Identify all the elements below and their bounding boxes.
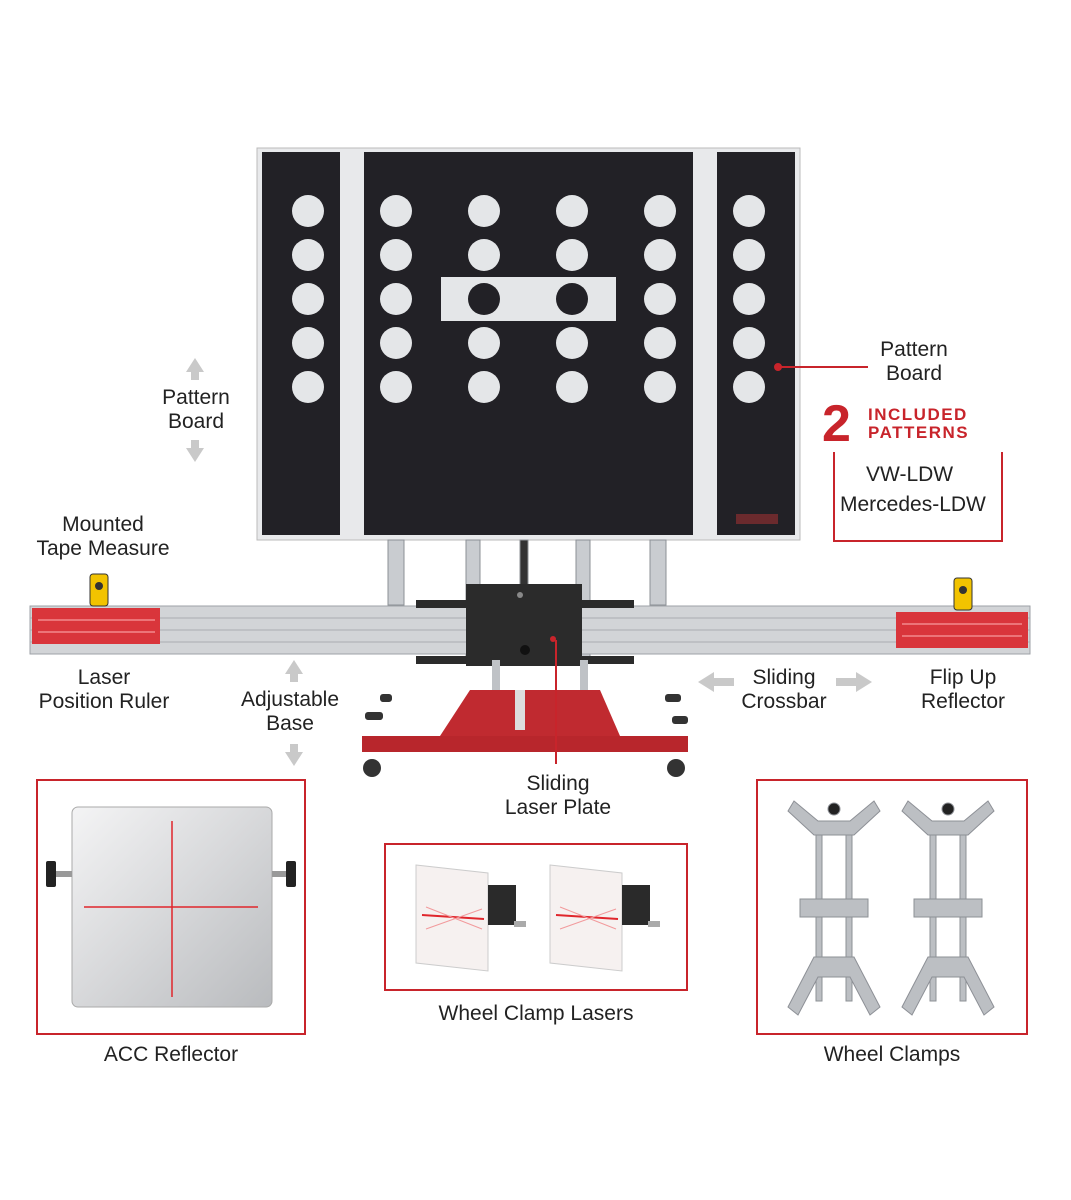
label-flip-up-reflector: Flip Up Reflector <box>908 666 1018 714</box>
label-laser-position-ruler: Laser Position Ruler <box>22 666 186 714</box>
label-line: Crossbar <box>741 690 827 713</box>
label-line: Board <box>167 410 225 433</box>
label-line: Reflector <box>920 690 1006 713</box>
crossbar-slide-arrows <box>698 672 872 692</box>
acc-reflector-caption: ACC Reflector <box>103 1043 239 1066</box>
label-line: Adjustable <box>240 688 340 711</box>
wheel-clamp-lasers-panel <box>384 843 688 991</box>
label-line: Laser Plate <box>504 796 612 819</box>
base-height-arrow <box>285 660 303 766</box>
label-pattern-board-right: Pattern Board <box>866 338 962 386</box>
wheel-clamp-right <box>901 800 995 1016</box>
pattern-board-height-arrow <box>186 358 204 462</box>
sliding-laser-plate <box>466 584 582 666</box>
label-line: Base <box>266 712 314 735</box>
adas-calibration-stand <box>29 147 1031 777</box>
label-line: Sliding <box>752 666 816 689</box>
label-sliding-crossbar: Sliding Crossbar <box>730 666 838 714</box>
wheel-clamp-left <box>787 800 881 1016</box>
label-sliding-laser-plate: Sliding Laser Plate <box>490 772 626 820</box>
label-pattern-board-left: Pattern Board <box>150 386 242 434</box>
patterns-title-line: PATTERNS <box>868 423 970 442</box>
adjustable-base <box>362 660 688 777</box>
label-line: Position Ruler <box>38 690 170 713</box>
tape-measure-right <box>953 577 973 611</box>
laser-unit-left <box>415 864 526 972</box>
laser-unit-right <box>549 864 660 972</box>
label-mounted-tape-measure: Mounted Tape Measure <box>20 513 186 561</box>
label-adjustable-base: Adjustable Base <box>228 688 352 736</box>
laser-position-ruler-left <box>32 608 160 644</box>
label-line: Pattern <box>880 338 948 361</box>
wheel-clamps-caption: Wheel Clamps <box>823 1043 961 1066</box>
label-line: Mounted <box>62 513 144 536</box>
patterns-title: INCLUDED PATTERNS <box>868 406 969 442</box>
patterns-title-line: INCLUDED <box>868 405 968 424</box>
pattern-board <box>256 147 801 541</box>
pattern-item-vw-ldw: VW-LDW <box>866 463 954 486</box>
wheel-clamps-image <box>787 800 995 1016</box>
label-line: Flip Up <box>929 666 997 689</box>
pattern-item-mercedes-ldw: Mercedes-LDW <box>840 493 986 516</box>
wheel-clamps-panel <box>756 779 1028 1035</box>
label-line: Tape Measure <box>36 537 170 560</box>
label-line: Laser <box>77 666 131 689</box>
label-line: Pattern <box>162 386 230 409</box>
label-line: Board <box>885 362 943 385</box>
callout-lines <box>555 363 868 764</box>
label-line: Sliding <box>526 772 590 795</box>
acc-reflector-image <box>46 806 296 1008</box>
laser-position-ruler-right <box>896 612 1028 648</box>
patterns-bracket <box>833 452 1003 542</box>
tape-measure-left <box>89 573 109 607</box>
patterns-count: 2 <box>822 395 851 453</box>
wheel-clamp-lasers-caption: Wheel Clamp Lasers <box>438 1002 634 1025</box>
acc-reflector-panel <box>36 779 306 1035</box>
wheel-clamp-lasers-image <box>415 864 660 972</box>
